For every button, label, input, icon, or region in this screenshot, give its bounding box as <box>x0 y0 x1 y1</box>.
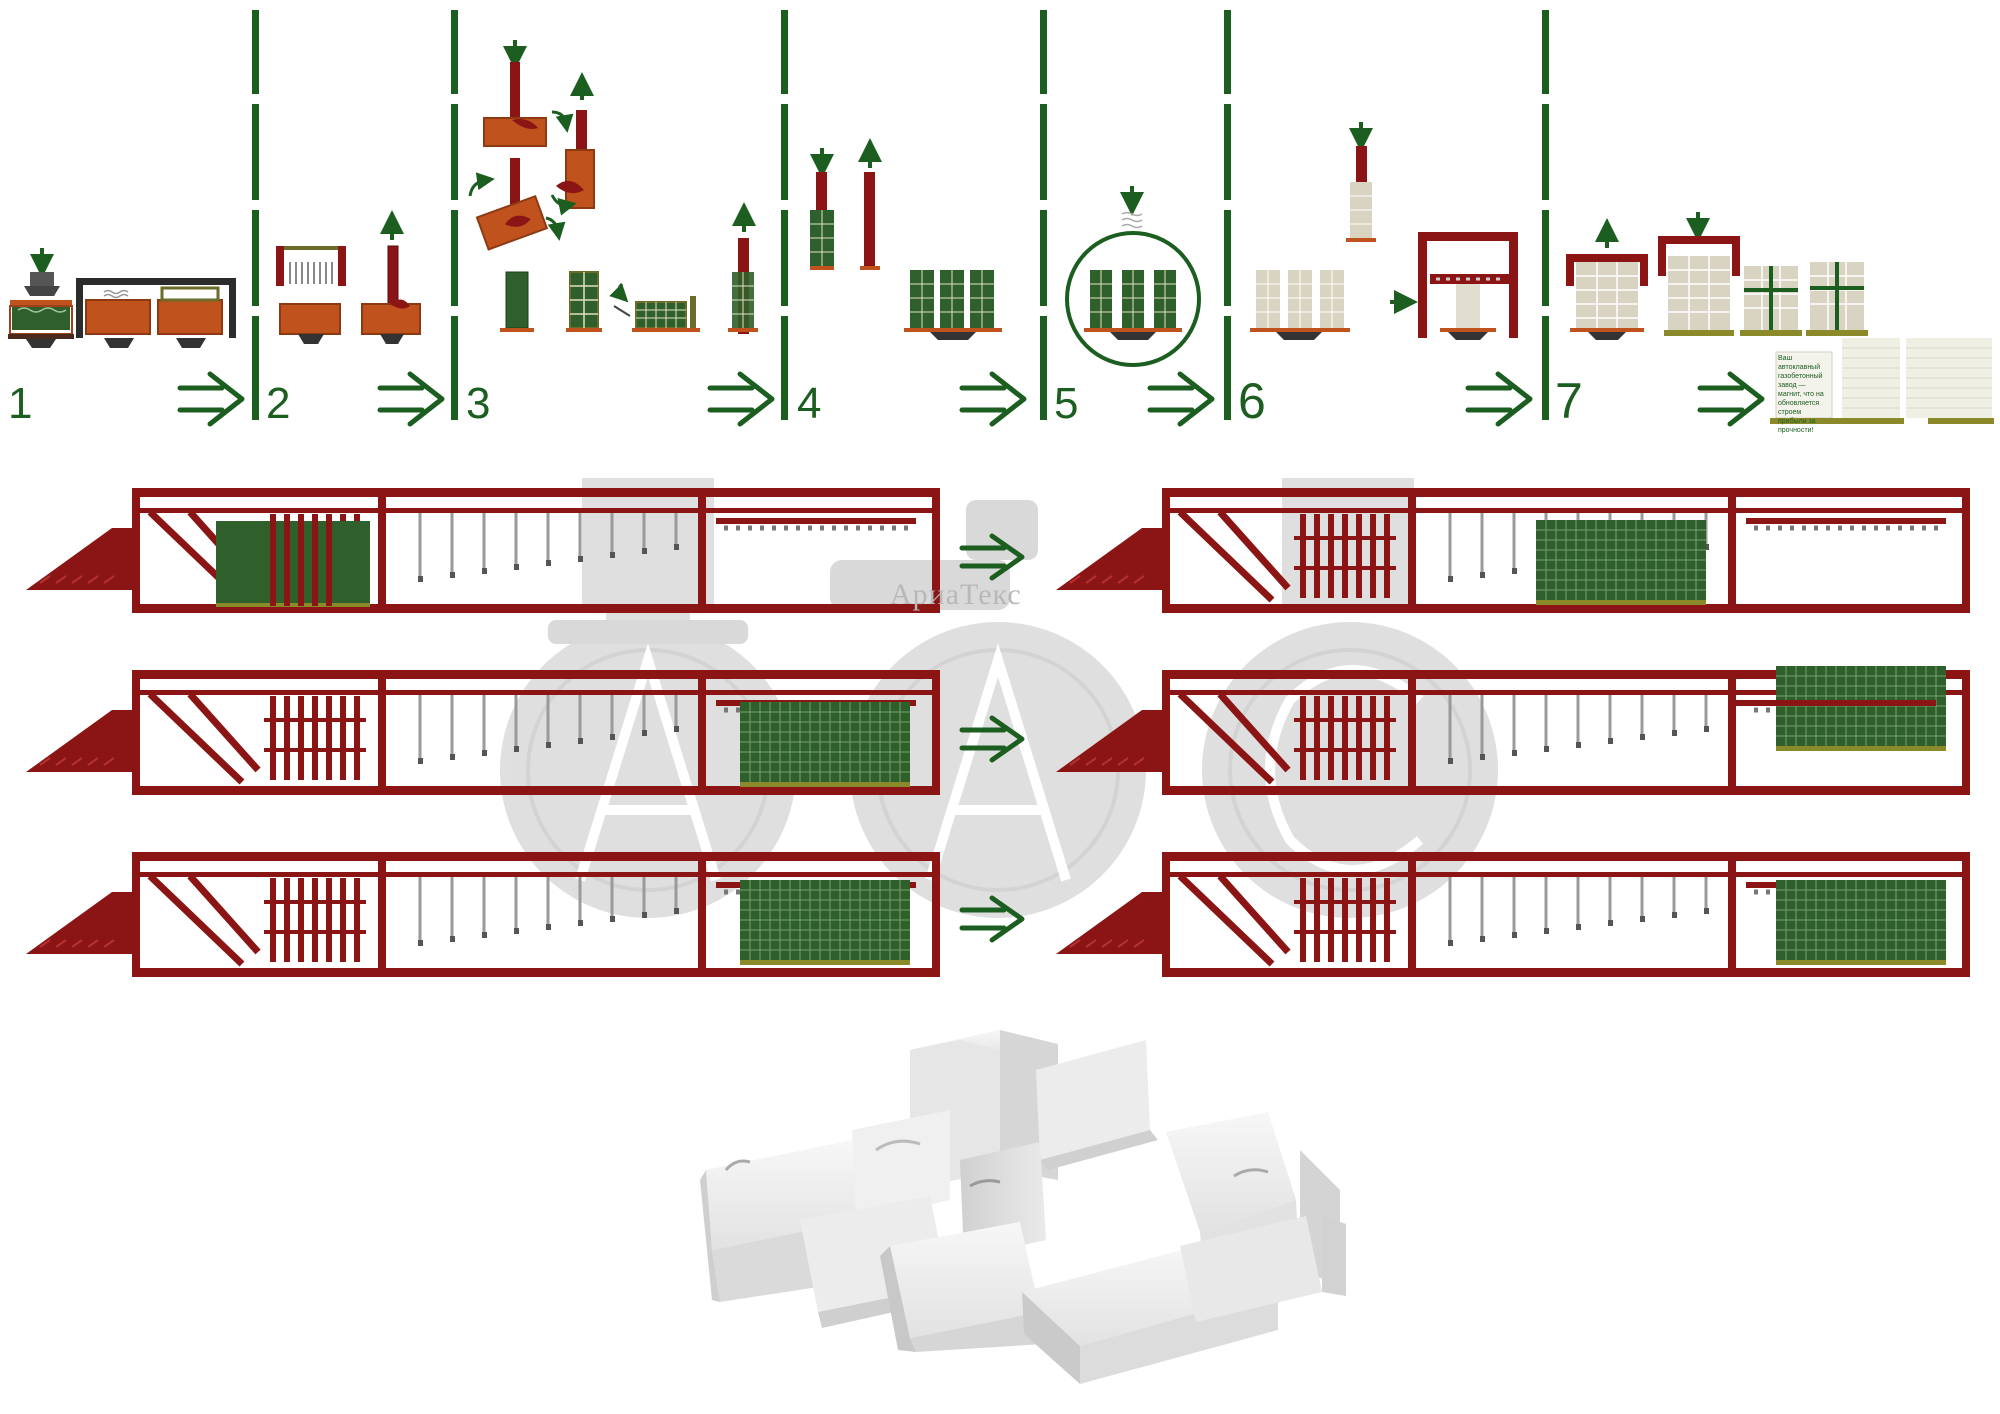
stage-7-packing <box>1566 212 1994 424</box>
stage-dividers <box>252 10 1549 420</box>
row-3-arrow <box>959 895 1025 943</box>
stage-number-6: 6 <box>1238 373 1266 429</box>
stage-number-7: 7 <box>1555 373 1583 429</box>
stage-number-4: 4 <box>797 379 822 428</box>
stage-number-2: 2 <box>266 379 291 428</box>
stage-2-demoulding <box>276 210 421 344</box>
autoclave-watermark <box>500 478 1498 918</box>
transition-arrow-6-7 <box>1465 371 1533 427</box>
cutting-line-row-1 <box>26 488 1970 613</box>
transition-arrow-4-5 <box>959 371 1027 427</box>
transition-arrow-5-6 <box>1147 371 1215 427</box>
watermark-brand: АриаТекс <box>890 578 1022 611</box>
transition-arrow-7-out <box>1697 371 1765 427</box>
stage-1-pouring <box>8 248 236 348</box>
finished-blocks-illustration <box>700 1030 1346 1384</box>
row-1-arrow <box>959 533 1025 581</box>
stage-number-5: 5 <box>1054 379 1079 428</box>
stage-4-transfer <box>810 138 1002 340</box>
stage-number-1: 1 <box>8 379 33 428</box>
transition-arrow-3-4 <box>707 371 775 427</box>
pallet-note: Ваш автоклавный газобетонный завод — маг… <box>1778 355 1824 434</box>
cutting-line-row-2 <box>26 665 1970 795</box>
stage-5-autoclaving <box>1065 186 1201 367</box>
transition-arrows <box>177 371 1765 427</box>
stage-number-3: 3 <box>466 379 491 428</box>
transition-arrow-1-2 <box>177 371 245 427</box>
row-2-arrow <box>959 715 1025 763</box>
stage-3-tilting-cutting <box>468 40 758 334</box>
transition-arrow-2-3 <box>377 371 445 427</box>
stage-6-unloading <box>1250 122 1518 340</box>
cutting-line-row-3 <box>26 852 1970 977</box>
